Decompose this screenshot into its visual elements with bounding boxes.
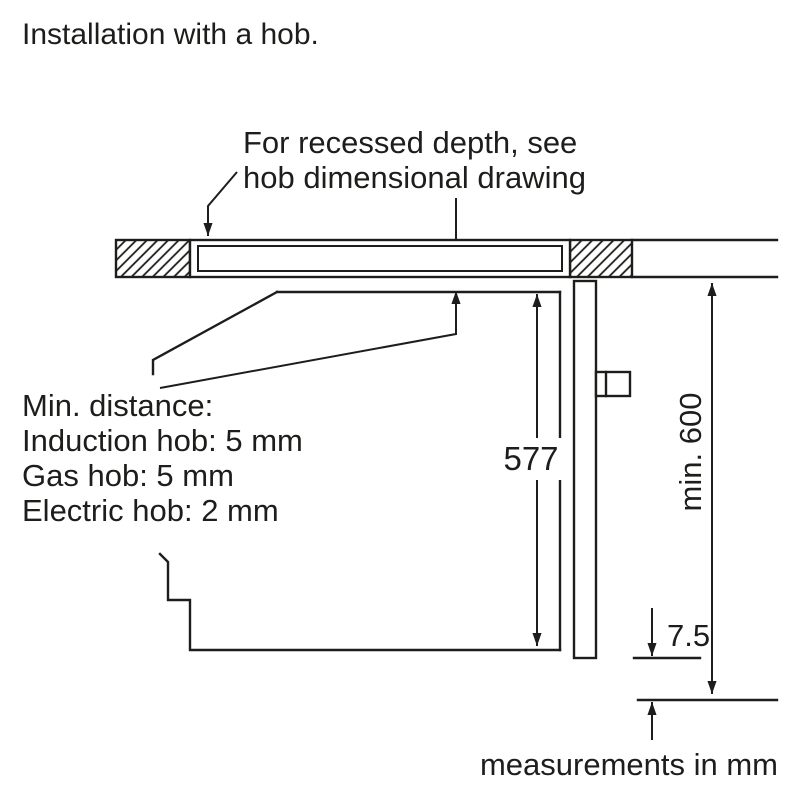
recessed-depth-note-line2: hob dimensional drawing (243, 160, 586, 195)
page-title: Installation with a hob. (22, 18, 319, 51)
oven-door-handle (594, 370, 632, 398)
min-distance-gas: Gas hob: 5 mm (22, 458, 234, 493)
min-distance-leader-arrow (159, 291, 461, 389)
countertop-right-section (568, 238, 634, 279)
dim-577-label: 577 (503, 440, 558, 477)
hob-inner-outline (197, 245, 563, 272)
dim-7-5-label: 7.5 (667, 618, 710, 653)
oven-top-left-break-line (151, 290, 279, 376)
dim-600-label: min. 600 (673, 393, 708, 512)
units-note: measurements in mm (480, 747, 778, 782)
recessed-note-left-arrow (203, 171, 238, 236)
oven-bottom-left-step-outline (158, 552, 562, 652)
min-distance-induction: Induction hob: 5 mm (22, 423, 303, 458)
recessed-depth-note-line1: For recessed depth, see (243, 125, 577, 160)
min-distance-label: Min. distance: (22, 388, 213, 423)
min-distance-electric: Electric hob: 2 mm (22, 493, 279, 528)
dim-577-label-mask (500, 438, 564, 480)
oven-door-panel (572, 279, 598, 660)
countertop-left-section (114, 238, 192, 279)
